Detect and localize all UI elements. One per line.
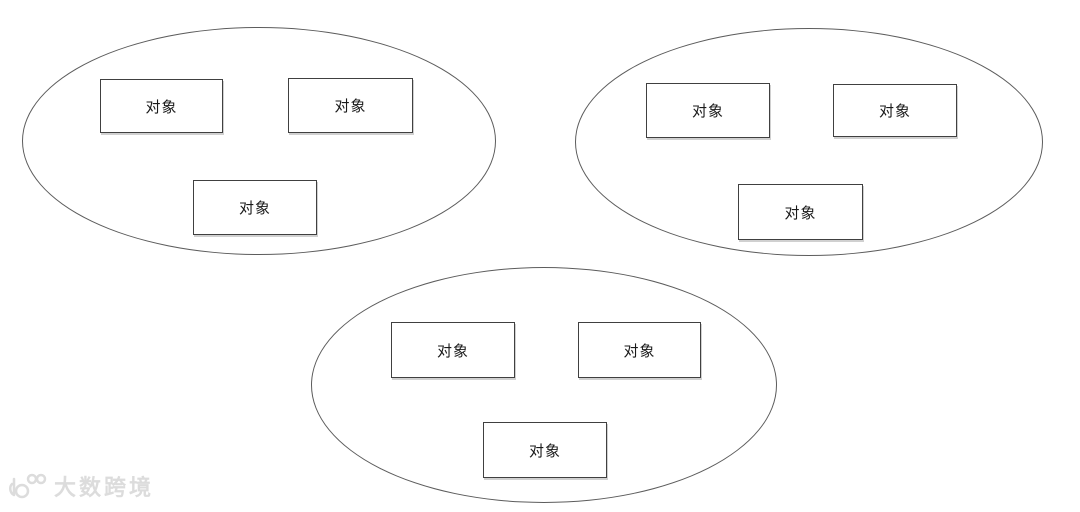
object-box-label: 对象: [784, 203, 817, 222]
object-box-label: 对象: [145, 97, 178, 116]
object-box-label: 对象: [436, 341, 469, 360]
object-box-label: 对象: [878, 102, 911, 120]
watermark-text: 大数跨境: [54, 476, 155, 501]
object-box-label: 对象: [691, 102, 724, 120]
ellipse-group-1: [22, 27, 496, 255]
watermark: 大数跨境: [8, 470, 154, 502]
object-box: 对象: [738, 184, 863, 240]
object-box: 对象: [483, 422, 607, 478]
object-box-label: 对象: [334, 97, 367, 115]
100-swirl-logo-icon: [8, 471, 48, 501]
object-box: 对象: [646, 83, 770, 138]
ellipse-group-3: [311, 267, 777, 503]
ellipse-group-2: [575, 28, 1043, 256]
object-box-label: 对象: [623, 341, 656, 360]
object-box: 对象: [288, 78, 413, 133]
object-box: 对象: [193, 180, 317, 235]
object-box-label: 对象: [528, 441, 561, 460]
object-box: 对象: [391, 322, 515, 378]
object-box: 对象: [100, 79, 223, 133]
object-box-label: 对象: [238, 199, 271, 217]
object-box: 对象: [833, 84, 957, 137]
object-box: 对象: [578, 322, 701, 378]
